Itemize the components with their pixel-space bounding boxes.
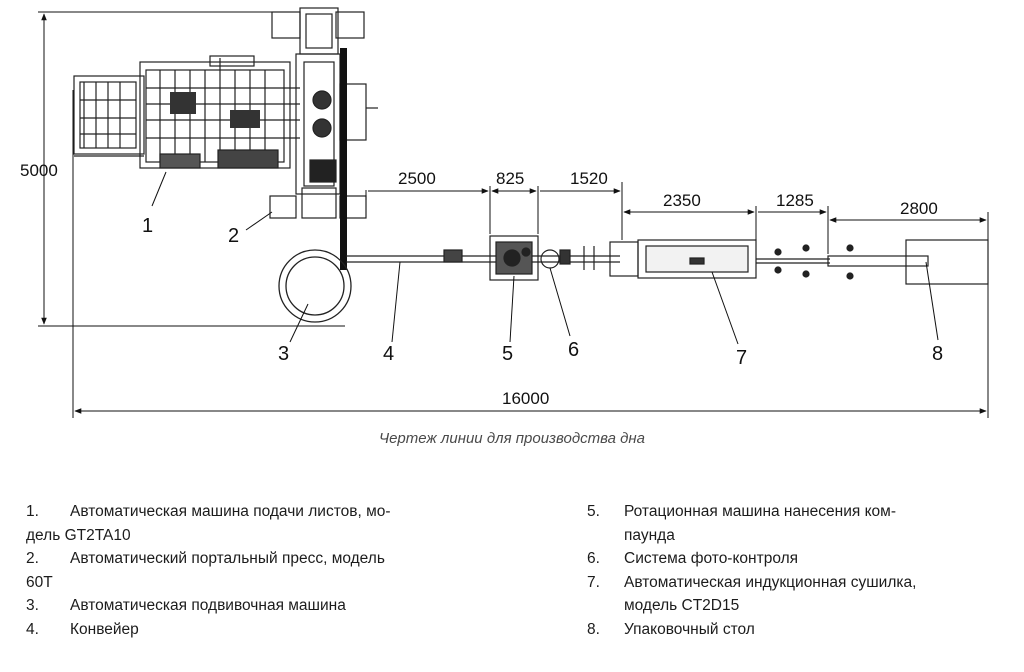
length-dim-label: 16000 [502, 389, 549, 408]
legend-text-cont: паунда [624, 526, 675, 544]
callout-5: 5 [502, 343, 513, 365]
packing-table [827, 239, 989, 285]
induction-dryer [609, 239, 830, 279]
legend-number: 3. [26, 597, 39, 614]
figure-caption: Чертеж линии для производства дна [378, 430, 646, 447]
legend-number: 4. [26, 620, 39, 638]
legend-number: 2. [26, 550, 39, 567]
legend-number: 8. [587, 620, 600, 638]
press-conveyor-rail [340, 48, 347, 270]
callout-8: 8 [932, 343, 943, 365]
legend-number: 5. [587, 503, 600, 520]
legend-item-2: 2. Автоматический портальный пресс, моде… [26, 547, 466, 571]
callout-2: 2 [228, 225, 239, 247]
legend-text-cont: дель GT2TA10 [26, 526, 131, 544]
dim-1285: 1285 [776, 191, 814, 210]
gantry-press-machine [269, 7, 378, 219]
callout-4: 4 [383, 343, 394, 365]
callout-6: 6 [568, 339, 579, 361]
production-line-drawing: 5000 16000 [20, 7, 989, 418]
legend-text: Конвейер [70, 620, 139, 638]
legend-text: Ротационная машина нанесения ком- [624, 503, 896, 520]
dim-2500: 2500 [398, 169, 436, 188]
legend-text: Автоматическая индукционная сушилка, [624, 573, 917, 591]
dim-2350: 2350 [663, 191, 701, 210]
legend-text: Автоматическая подвивочная машина [70, 597, 346, 614]
legend-item-7: 7. Автоматическая индукционная сушилка, [587, 571, 1007, 595]
legend-item-8: 8. Упаковочный стол [587, 618, 1007, 642]
legend-text-cont: 60T [26, 573, 53, 591]
legend-item-4: 4. Конвейер [26, 618, 466, 642]
legend-item-7-cont: модель CT2D15 [587, 594, 1007, 618]
photo-inspection-system [540, 249, 571, 269]
legend-text: Упаковочный стол [624, 620, 755, 638]
chain-dimensions [365, 182, 987, 254]
compound-lining-machine [489, 235, 539, 281]
legend-number: 7. [587, 573, 600, 591]
legend-item-5-cont: паунда [587, 524, 1007, 548]
legend-item-6: 6. Система фото-контроля [587, 547, 1007, 571]
callout-3: 3 [278, 343, 289, 365]
dim-825: 825 [496, 169, 524, 188]
legend-item-5: 5. Ротационная машина нанесения ком- [587, 500, 1007, 524]
legend-text: Автоматическая машина подачи листов, мо- [70, 503, 391, 520]
conveyor [346, 246, 620, 270]
callout-1: 1 [142, 215, 153, 237]
legend-number: 6. [587, 550, 600, 567]
legend-text-cont: модель CT2D15 [624, 597, 740, 614]
legend-text: Автоматический портальный пресс, модель [70, 550, 385, 567]
callout-7: 7 [736, 347, 747, 369]
legend-right: 5. Ротационная машина нанесения ком- пау… [587, 500, 1007, 641]
height-dimension [38, 11, 345, 327]
curling-machine [278, 249, 352, 323]
legend-item-3: 3. Автоматическая подвивочная машина [26, 594, 466, 618]
callout-leaders [151, 171, 939, 345]
legend-left: 1. Автоматическая машина подачи листов, … [26, 500, 466, 641]
legend-item-1: 1. Автоматическая машина подачи листов, … [26, 500, 466, 524]
legend-text: Система фото-контроля [624, 550, 799, 567]
sheet-feeder-machine [73, 55, 300, 169]
legend-item-2-cont: 60T [26, 571, 466, 595]
legend-number: 1. [26, 503, 39, 520]
legend-item-1-cont: дель GT2TA10 [26, 524, 466, 548]
dim-2800: 2800 [900, 199, 938, 218]
dim-1520: 1520 [570, 169, 608, 188]
height-dim-label: 5000 [20, 161, 58, 180]
